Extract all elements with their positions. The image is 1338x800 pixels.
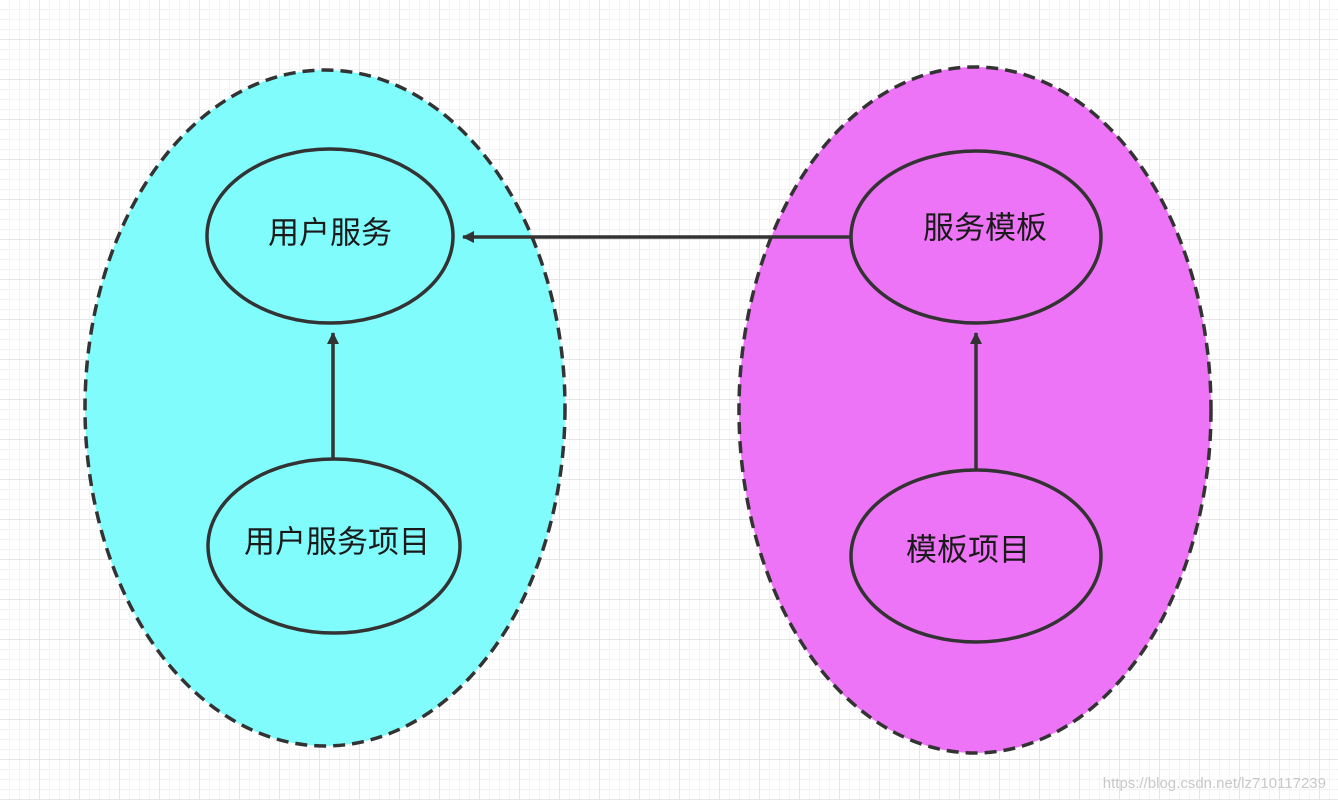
node-template-project-label: 模板项目 bbox=[906, 533, 1030, 569]
node-service-template-label: 服务模板 bbox=[923, 211, 1047, 247]
node-user-service-project-label: 用户服务项目 bbox=[244, 525, 430, 561]
node-template-project[interactable]: 模板项目 bbox=[849, 468, 1103, 644]
node-service-template-shape bbox=[849, 149, 1103, 325]
node-user-service-label: 用户服务 bbox=[268, 216, 392, 252]
node-template-project-shape bbox=[849, 468, 1103, 644]
node-user-service-project[interactable]: 用户服务项目 bbox=[206, 457, 462, 635]
node-user-service-shape bbox=[205, 147, 455, 325]
node-user-service[interactable]: 用户服务 bbox=[205, 147, 455, 325]
watermark-text: https://blog.csdn.net/lz710117239 bbox=[1102, 775, 1326, 792]
node-service-template[interactable]: 服务模板 bbox=[849, 149, 1103, 325]
node-user-service-project-shape bbox=[206, 457, 462, 635]
